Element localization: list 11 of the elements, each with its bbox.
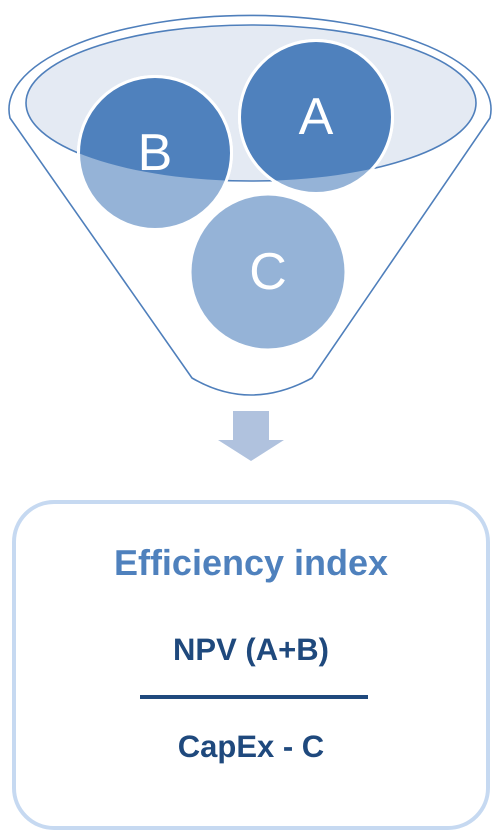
circle-letter: C	[249, 246, 287, 298]
block-arrow	[218, 411, 284, 461]
circle-letter: A	[298, 91, 334, 143]
card-heading: Efficiency index	[114, 542, 388, 583]
numerator-text: NPV (A+B)	[173, 632, 329, 667]
ball-shape	[77, 75, 233, 231]
denominator-text: CapEx - C	[178, 729, 324, 764]
circle-letter: B	[138, 127, 172, 179]
formula-card	[12, 500, 490, 830]
ball-shape	[238, 39, 394, 195]
ball-shape	[190, 194, 346, 350]
